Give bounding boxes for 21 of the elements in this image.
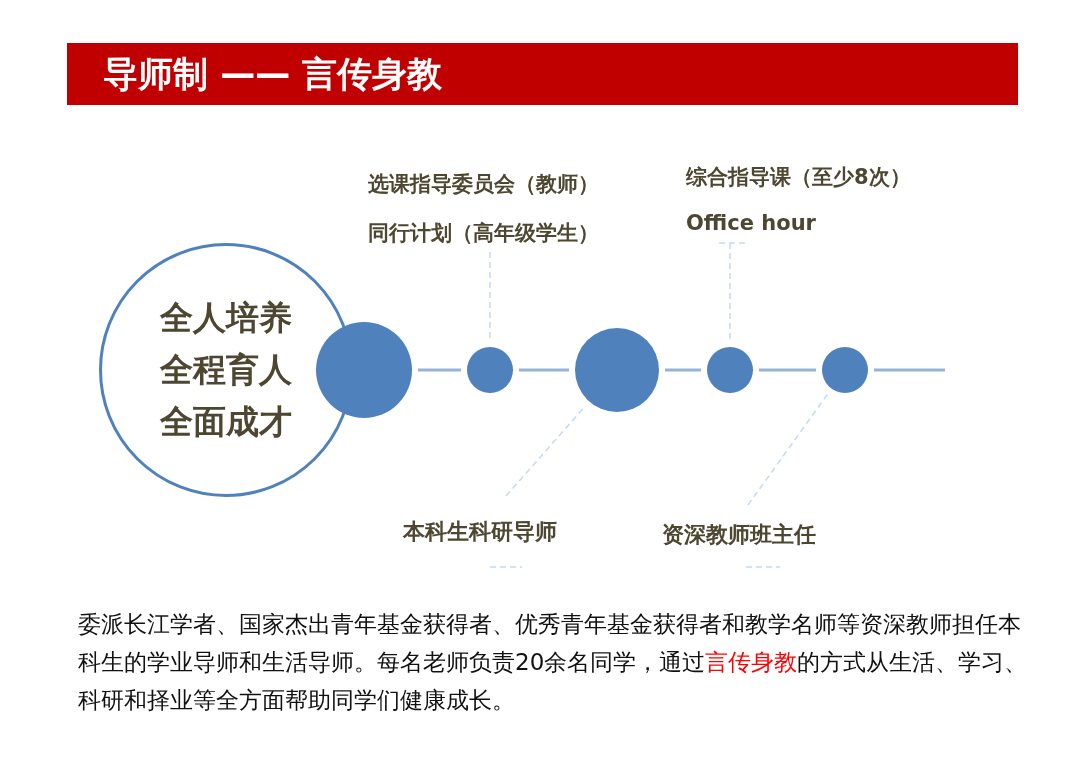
description-paragraph: 委派长江学者、国家杰出青年基金获得者、优秀青年基金获得者和教学名师等资深教师担任本科生的学业导师和生活导师。每名老师负责20余名同学，通过言传身教的方式从生活、学习、科研和择业等全方面帮助同学们健康成长。: [78, 610, 1029, 715]
connector-line: [418, 368, 461, 372]
annotation-text: Office hour: [686, 210, 817, 237]
leader-line: [729, 242, 731, 342]
connector-line: [665, 368, 701, 372]
connector-line: [874, 368, 945, 372]
annotation-text: 本科生科研导师: [403, 518, 558, 546]
connector-line: [759, 368, 816, 372]
annotation-text: 同行计划（高年级学生）: [368, 220, 600, 247]
annotation-text: 综合指导课（至少8次）: [686, 164, 912, 191]
title: 导师制 —— 言传身教: [103, 53, 443, 96]
annotation-text: 资深教师班主任: [662, 521, 817, 549]
filled-circle: [822, 347, 868, 393]
connector-line: [519, 368, 569, 372]
annotation-text: 选课指导委员会（教师）: [368, 171, 600, 198]
leader-line: [747, 392, 829, 506]
filled-circle: [707, 347, 753, 393]
circle-text: 全程育人: [160, 349, 292, 391]
circle-text: 全面成才: [160, 401, 292, 443]
filled-circle: [467, 347, 513, 393]
circle-text: 全人培养: [160, 297, 292, 339]
